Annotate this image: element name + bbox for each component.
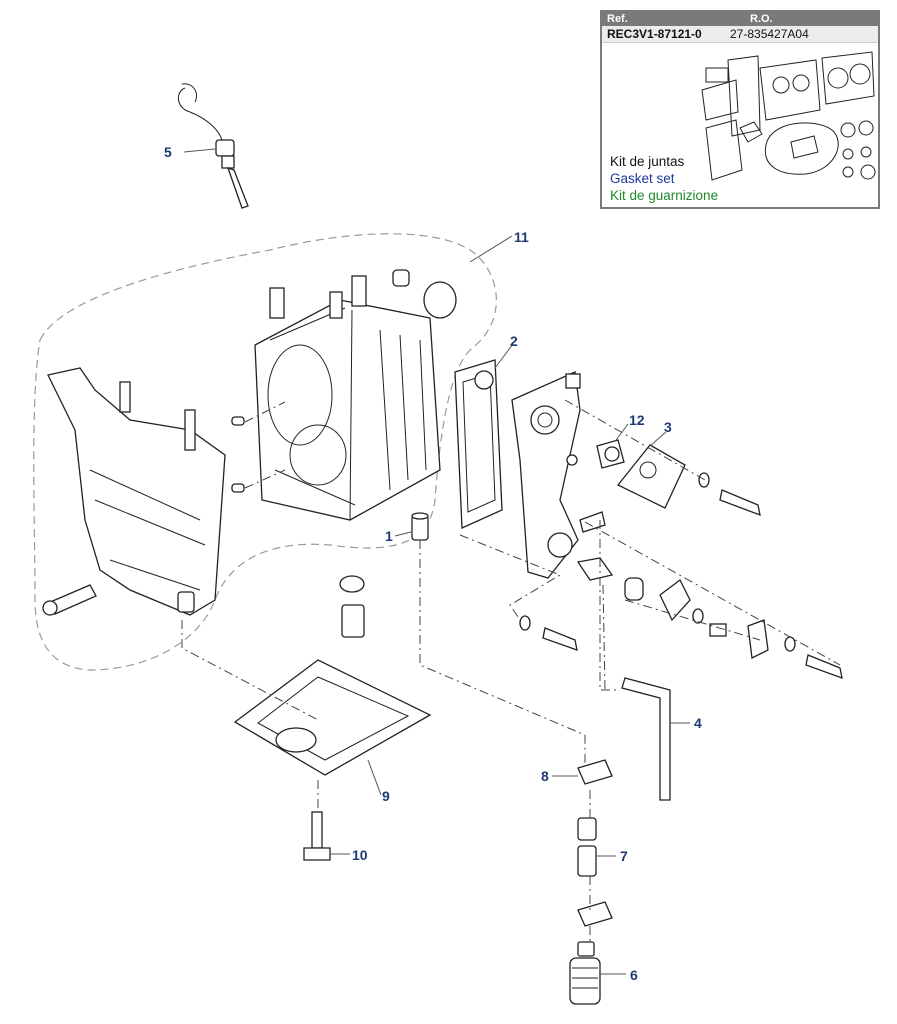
part-4-hose[interactable] [621, 677, 671, 801]
ref-header-label: Ref. [607, 13, 628, 25]
kit-name-english: Gasket set [610, 171, 675, 186]
kit-name-spanish: Kit de juntas [610, 154, 685, 169]
callout-4: 4 [694, 715, 702, 731]
part-11-cylinder-block[interactable] [231, 269, 457, 521]
part-3-bracket[interactable] [616, 444, 686, 509]
reference-codes-row: REC3V1-87121-0 27-835427A04 [602, 26, 878, 43]
valve-assembly[interactable] [576, 557, 769, 659]
plug-with-oring[interactable] [339, 575, 365, 638]
ref-code: REC3V1-87121-0 [607, 27, 702, 41]
part-7-tube[interactable] [577, 817, 597, 877]
callout-11: 11 [514, 229, 529, 245]
gasket-kit-reference-box: Ref. R.O. REC3V1-87121-0 27-835427A04 Ki… [600, 10, 880, 209]
kit-name-italian: Kit de guarnizione [610, 188, 719, 203]
part-8-clamp[interactable] [577, 759, 613, 927]
callout-9: 9 [382, 788, 390, 804]
part-9-base-gasket[interactable] [233, 659, 432, 776]
reference-header: Ref. R.O. [602, 12, 878, 26]
callout-2: 2 [510, 333, 518, 349]
cover-plate[interactable] [511, 371, 581, 579]
crankcase-housing[interactable] [42, 367, 226, 616]
leader-lines [183, 148, 690, 975]
callout-6: 6 [630, 967, 638, 983]
callout-5: 5 [164, 144, 172, 160]
ro-code: 27-835427A04 [730, 27, 809, 41]
callout-10: 10 [352, 847, 368, 863]
part-1-sleeve[interactable] [411, 512, 429, 541]
part-5-dipstick[interactable] [177, 83, 249, 209]
part-12-fitting[interactable] [596, 439, 625, 469]
gasket-kit-thumbnail [701, 51, 876, 181]
part-2-gasket[interactable] [454, 359, 503, 529]
part-6-filter[interactable] [569, 941, 601, 1005]
callout-8: 8 [541, 768, 549, 784]
callout-3: 3 [664, 419, 672, 435]
part-10-bolt[interactable] [303, 811, 331, 861]
ro-header-label: R.O. [750, 13, 773, 25]
alignment-lines [181, 399, 841, 942]
callout-7: 7 [620, 848, 628, 864]
callout-labels: 5 11 2 1 3 12 4 8 9 10 7 6 [164, 144, 702, 983]
callout-1: 1 [385, 528, 393, 544]
callout-12: 12 [629, 412, 645, 428]
